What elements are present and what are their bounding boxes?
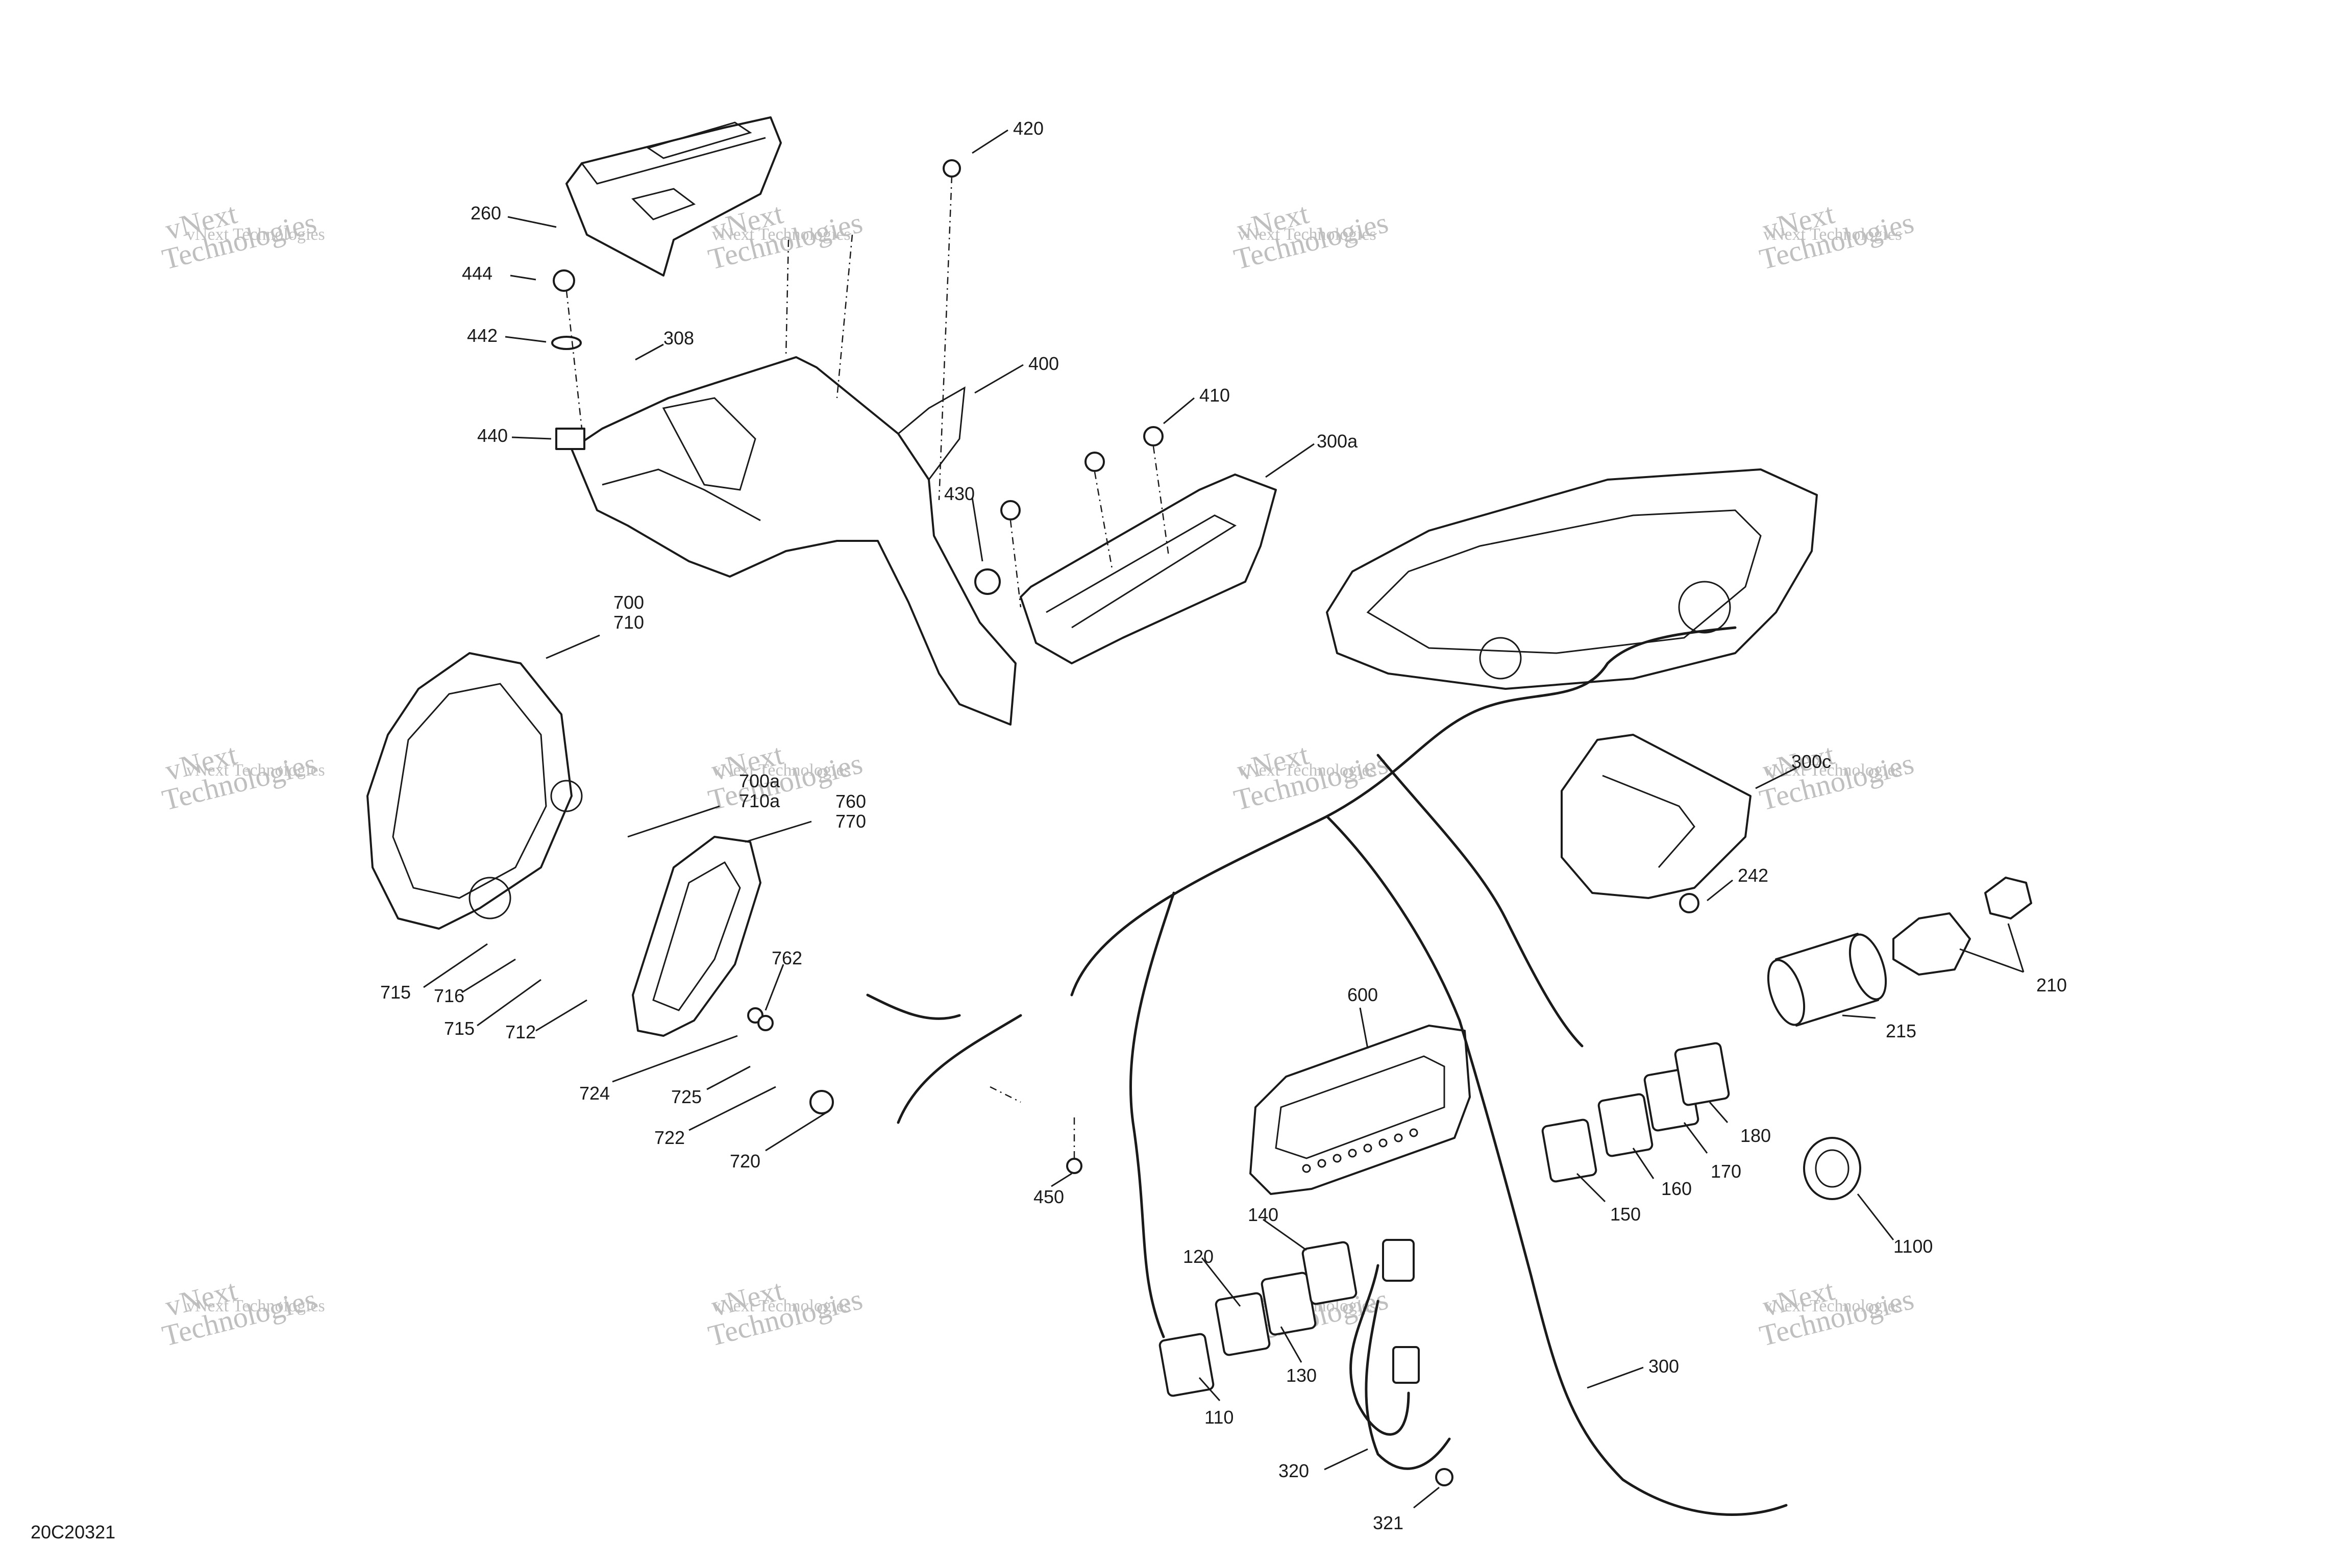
diagram-code: 20C20321 (31, 1522, 115, 1542)
part-600-display (1249, 1025, 1471, 1195)
part-210-ignition-switch (1892, 877, 2032, 976)
watermark-text: vNext Technologies (1763, 761, 1902, 780)
callout-321: 321 (1373, 1512, 1403, 1533)
watermark-text: vNext Technologies (186, 1297, 325, 1315)
callout-715b: 715 (444, 1018, 475, 1039)
callout-260: 260 (471, 203, 501, 223)
watermark-text: vNext Technologies (1763, 1297, 1902, 1315)
callout-700a: 700a (739, 770, 780, 791)
callout-labels: 260 444 442 308 440 420 400 410 300a 430… (380, 118, 2067, 1533)
callout-720: 720 (730, 1151, 760, 1172)
watermark-text: vNext Technologies (186, 761, 325, 780)
leader-lines (423, 129, 2025, 1509)
callout-130: 130 (1286, 1365, 1317, 1386)
spring-725b (757, 1015, 774, 1031)
watermark-text: vNext Technologies (1238, 225, 1376, 244)
fasteners (551, 159, 1699, 1486)
screw-321 (1435, 1468, 1453, 1486)
watermark-text: vNext Technologies (186, 225, 325, 244)
part-760-bezel (632, 836, 761, 1037)
clip-440 (555, 428, 585, 450)
callout-442: 442 (467, 325, 498, 346)
callout-770: 770 (835, 811, 866, 832)
washer-442 (551, 336, 582, 350)
callout-300c: 300c (1791, 751, 1831, 772)
part-700-headlight (366, 652, 583, 930)
part-cluster-frame (1326, 468, 1818, 690)
alignment-lines (565, 176, 1170, 1158)
part-400-bracket (571, 356, 1017, 726)
plug-430 (974, 568, 1001, 595)
callout-444: 444 (462, 263, 492, 284)
callout-150: 150 (1610, 1204, 1641, 1225)
callout-242: 242 (1738, 865, 1768, 886)
part-320-harness (1349, 1239, 1420, 1436)
callout-170: 170 (1711, 1161, 1741, 1182)
callout-410: 410 (1199, 385, 1230, 406)
callout-160: 160 (1661, 1178, 1692, 1199)
callout-722: 722 (654, 1127, 685, 1148)
callout-600: 600 (1347, 984, 1378, 1005)
part-switch-150 (1541, 1118, 1597, 1183)
callout-716: 716 (434, 985, 464, 1006)
callout-430: 430 (944, 483, 975, 504)
watermark-text: vNext Technologies (1238, 761, 1376, 780)
callout-760: 760 (835, 791, 866, 812)
screw-450 (1066, 1158, 1082, 1174)
callout-180: 180 (1740, 1125, 1771, 1146)
callout-300: 300 (1648, 1356, 1679, 1377)
part-300-wiring-harness (866, 626, 1788, 1516)
callout-725: 725 (671, 1086, 702, 1107)
screw-242 (1679, 893, 1699, 913)
part-300c-module (1561, 734, 1752, 899)
screw-444 (553, 269, 575, 292)
watermark-text: vNext Technologies (712, 225, 851, 244)
callout-710a: 710a (739, 790, 780, 811)
callout-215: 215 (1886, 1021, 1916, 1041)
part-260-cover (565, 116, 782, 277)
nut-720 (809, 1090, 834, 1114)
callout-440: 440 (477, 425, 508, 446)
callout-140: 140 (1248, 1204, 1278, 1225)
part-switch-140 (1301, 1241, 1358, 1305)
callout-400: 400 (1028, 353, 1059, 374)
watermark-text: vNext Technologies (1763, 225, 1902, 244)
callout-712: 712 (505, 1022, 536, 1042)
callout-450: 450 (1033, 1186, 1064, 1207)
screw-410c (1000, 500, 1021, 520)
callout-308: 308 (663, 328, 694, 349)
part-1100-socket (1803, 1137, 1861, 1200)
part-switch-110 (1158, 1333, 1215, 1397)
screw-410b (1084, 452, 1105, 472)
part-switch-120 (1215, 1292, 1271, 1356)
callout-300a: 300a (1317, 431, 1358, 452)
watermark-text: vNext Technologies (712, 1297, 851, 1315)
callout-1100: 1100 (1893, 1236, 1933, 1257)
watermark-text: vNext Technologies (712, 761, 851, 780)
callout-210: 210 (2036, 975, 2067, 995)
callout-710: 710 (613, 612, 644, 633)
callout-762: 762 (772, 948, 802, 968)
part-215-cylinder (1767, 933, 1887, 1027)
callout-120: 120 (1183, 1246, 1214, 1267)
part-switch-180 (1674, 1042, 1730, 1106)
display-indicator-dots (1302, 1128, 1418, 1173)
callout-700: 700 (613, 592, 644, 613)
part-switch-160 (1597, 1093, 1654, 1157)
callout-320: 320 (1278, 1460, 1309, 1481)
screw-410 (1143, 426, 1164, 446)
part-300a-panel (1020, 474, 1277, 664)
callout-724: 724 (579, 1083, 610, 1104)
screw-420 (943, 159, 961, 178)
callout-110: 110 (1204, 1407, 1234, 1428)
callout-715: 715 (380, 982, 411, 1003)
callout-420: 420 (1013, 118, 1044, 139)
